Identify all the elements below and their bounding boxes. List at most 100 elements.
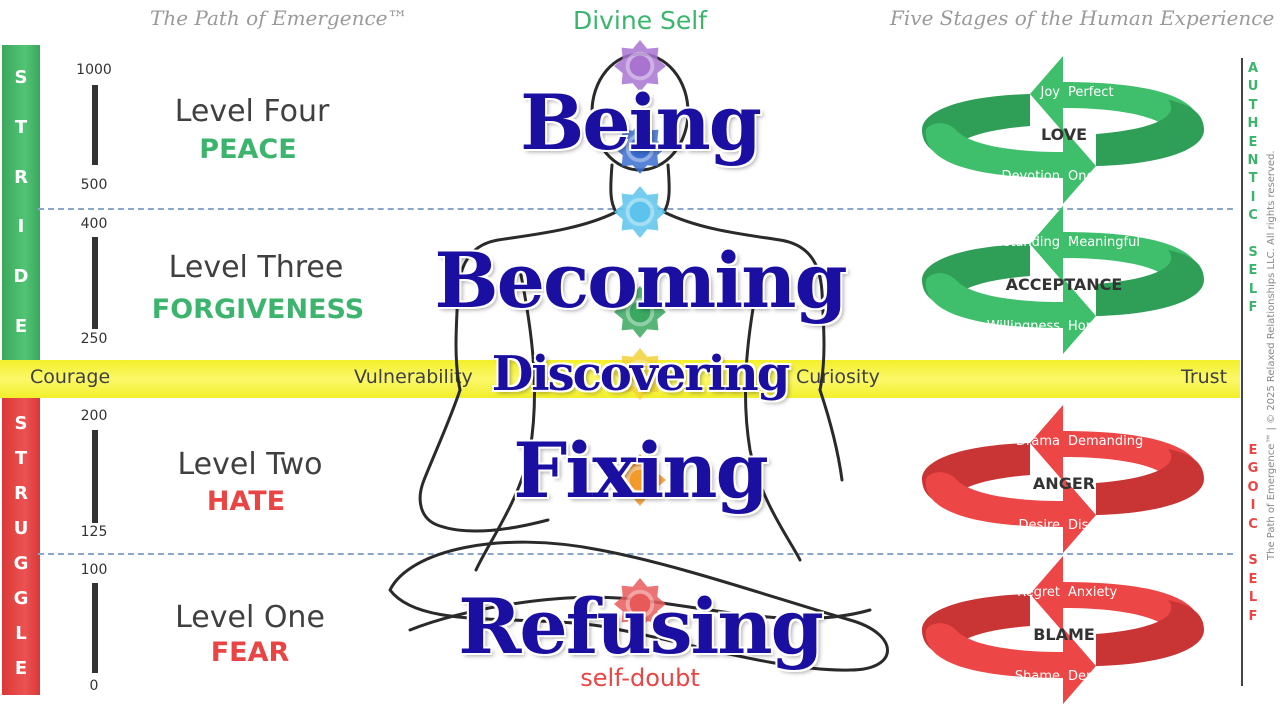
diagram-title-right: Five Stages of the Human Experience [890,6,1275,30]
cycle-word: Depression [1068,669,1141,684]
cycle-word: Drama [1016,434,1060,449]
figure-left-shoulder [454,163,618,392]
cycle-word: Meaningful [1068,235,1140,250]
cycle-arrow-top [1030,556,1201,637]
letter: F [1248,608,1258,624]
cycle-word: Hopeful [1068,319,1118,334]
courage-trust-band [0,360,1240,398]
sacral-chakra-icon [614,454,666,506]
figure-right-torso [744,268,802,562]
level-three-title: Level Three [168,250,344,285]
cycle-word: Shame [1015,669,1060,684]
letter [1251,226,1256,244]
letter: T [1248,97,1258,113]
third-eye-chakra-icon [614,122,666,174]
letter: E [1248,134,1258,150]
scale-value: 250 [80,331,108,347]
cycle-word: Disappointment [1068,518,1172,533]
level-three-word: FORGIVENESS [151,294,365,325]
scale-value: 125 [80,524,108,540]
stage-refusing: Refusing [458,582,824,671]
cycle-center-label: ANGER [1033,474,1095,493]
self-doubt-label: self-doubt [580,664,700,692]
band-label-trust: Trust [1181,366,1228,388]
root-chakra-icon [614,578,666,630]
stage-being: Being [520,78,762,167]
cycle-center-label: LOVE [1041,125,1087,144]
letter: F [1248,300,1258,316]
cycle-arrow-top [1030,206,1201,287]
letter: I [1250,498,1256,514]
cycle-word: Understanding [964,235,1060,250]
letter: O [1247,479,1259,495]
stage-fixing: Fixing [513,426,768,515]
letter: G [13,553,29,575]
cycle-word: Regret [1017,585,1060,600]
cycle-center-label: ACCEPTANCE [1006,275,1123,294]
diagram-title-left: The Path of Emergence™ [150,6,408,30]
cycle-word: Demanding [1068,434,1143,449]
cycle-arrow-bottom [925,123,1096,204]
letter: E [14,316,28,338]
cycle-word: Willingness [987,319,1061,334]
separator-line [38,553,1233,555]
letter: A [1247,61,1259,76]
level-two-title: Level Two [177,447,323,482]
heart-chakra-icon [614,286,666,338]
letter [1251,534,1256,552]
level-one-word: FEAR [210,637,290,668]
divine-self-label: Divine Self [572,6,708,35]
band-label-courage: Courage [30,366,111,388]
cycle-word: Desire [1019,518,1060,533]
letter: R [14,482,28,504]
cycle-arrow-back-right [1096,100,1204,166]
level-four-word: PEACE [199,134,297,165]
band-label-vulnerability: Vulnerability [354,366,473,388]
scale-bar [92,237,98,329]
letter: S [1248,245,1258,261]
letter: L [15,623,27,645]
letter: U [13,517,29,539]
cycle-arrow-back-right [1096,600,1204,666]
scale-bar [92,430,98,523]
cycle-word: Anxiety [1068,585,1118,600]
crown-chakra-icon [614,40,666,92]
letter: E [1248,443,1258,458]
level-one-title: Level One [175,600,325,635]
stage-discovering: Discovering [491,346,791,402]
level-two-word: HATE [206,486,286,517]
letter: U [1247,79,1259,95]
scale-value: 1000 [76,62,112,78]
level-four-title: Level Four [174,94,330,129]
cycle-arrow-top [1030,56,1201,137]
letter: E [14,658,28,680]
right-divider [1241,58,1243,686]
cycle-arrow-bottom [925,472,1096,553]
letter: E [1248,571,1258,587]
cycle-word: Oneness [1068,169,1124,184]
solar-plexus-chakra-icon [614,348,666,400]
scale-bar [92,583,98,673]
cycle-arrow-bottom [925,273,1096,354]
letter: N [1247,153,1259,169]
scale-bar [92,85,98,165]
cycle-word: Joy [1040,85,1061,100]
letter: R [14,166,28,188]
cycle-arrow-top [1030,405,1201,486]
copyright-text: The Path of Emergence™ | © 2025 Relaxed … [1266,150,1277,560]
letter: C [1248,208,1258,224]
letter: D [13,266,29,288]
figure-right-arm [818,388,844,482]
letter: C [1248,516,1258,532]
letter: G [1247,461,1259,477]
cycle-arrow-bottom [925,623,1096,704]
letter: L [1248,590,1258,606]
band-label-curiosity: Curiosity [796,366,880,388]
